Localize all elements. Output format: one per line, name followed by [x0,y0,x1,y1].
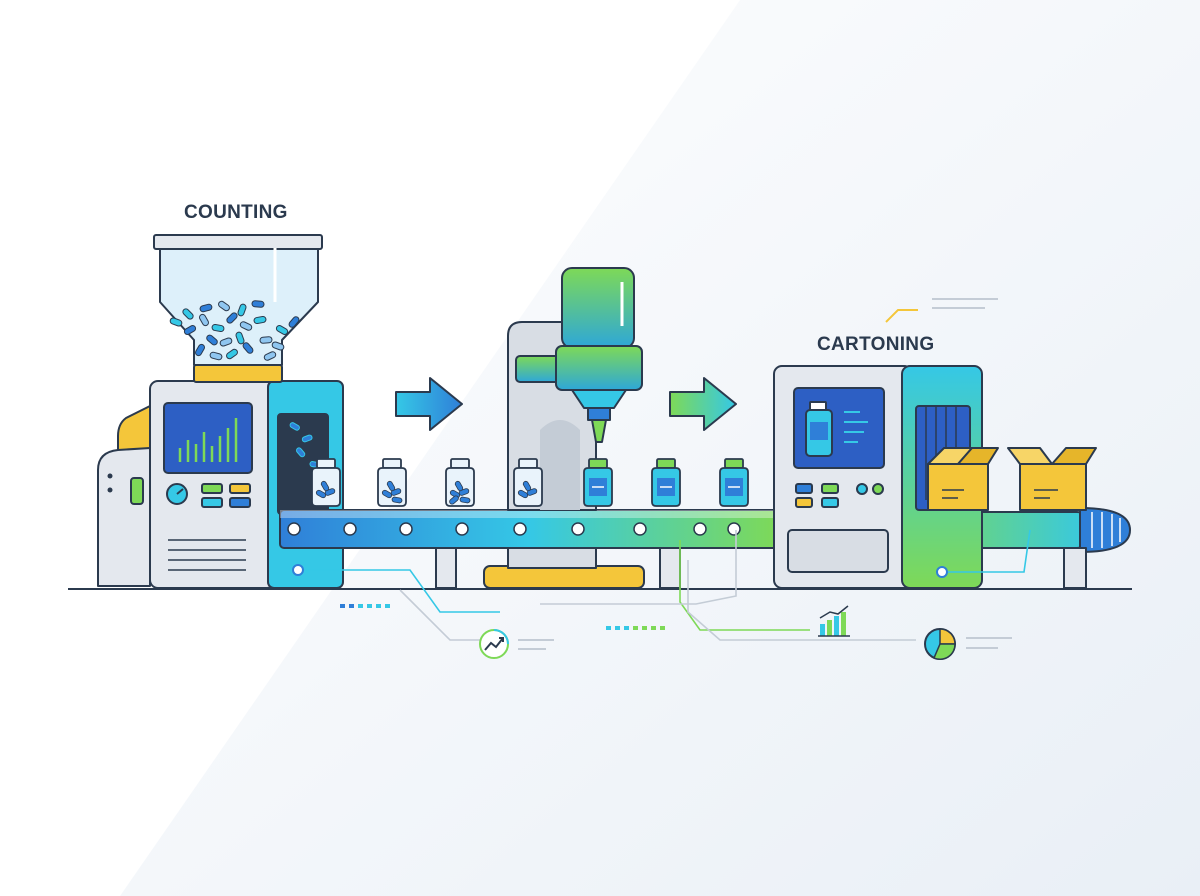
pill-icon [239,321,253,331]
belt-roller [513,522,527,536]
control-button [201,483,223,494]
cartoning-label: CARTONING [817,334,935,355]
belt-roller [343,522,357,536]
pill-icon [263,351,277,361]
accent-lines [885,298,998,323]
pill-icon [251,300,265,308]
capping-base-column [507,547,597,569]
pill-icon [288,316,300,328]
vents [168,539,246,571]
background-diagonal [120,0,1200,896]
sensor-node [936,566,948,578]
falling-pills [289,422,321,468]
control-button [201,497,223,508]
pill-icon [226,348,238,360]
pill-icon [183,325,197,335]
pill-icon [271,341,285,351]
belt-roller [399,522,413,536]
bottle-icon [445,458,475,507]
conveyor-leg [659,547,681,589]
bar-chart-icon [818,605,850,637]
pill-icon [242,342,254,354]
control-button [229,483,251,494]
pill-icon [218,300,230,312]
pie-chart-icon [924,628,1012,660]
bottle-icon [377,458,407,507]
pill-icon [169,317,183,327]
screen-bars [178,418,238,462]
belt-roller [727,522,741,536]
carton-box-icon [927,447,999,511]
arrow-right-icon [669,377,737,431]
data-dots [340,604,390,608]
belt-roller [633,522,647,536]
bottle-icon [513,458,543,507]
bottle-icon [311,458,341,507]
belt-roller [287,522,301,536]
bottle-icon [651,458,681,507]
arrow-right-icon [395,377,463,431]
counting-label: COUNTING [184,202,288,223]
side-housing [97,447,151,587]
pill-icon [169,300,300,361]
pill-icon [211,323,225,333]
control-button [229,497,251,508]
indicator-light [130,477,144,505]
data-dots [606,626,665,630]
pill-icon [275,325,289,335]
pill-icon [259,336,273,344]
pill-icon [182,308,194,320]
belt-roller [571,522,585,536]
pill-icon [253,315,267,325]
pill-icon [199,313,209,327]
belt-roller [455,522,469,536]
sensor-node [292,564,304,576]
pill-icon [219,337,233,347]
data-lines [300,529,1031,641]
access-panel [787,529,889,573]
capping-arm [515,355,561,383]
conveyor-leg [435,547,457,589]
pill-icon [209,351,223,361]
bottle-icon [583,458,613,507]
hopper-collar [193,364,283,383]
bottles-row [311,458,749,507]
trend-up-icon [479,629,554,659]
pill-icon [199,303,213,313]
capping-chuck [571,389,627,409]
counting-screen [163,402,253,474]
belt-roller [693,522,707,536]
capping-base [483,565,645,589]
pill-icon [226,312,238,324]
carton-box-icon [1007,447,1097,511]
capping-machine-icon [483,267,645,589]
pill-icon [195,343,205,357]
conveyor-leg [1063,547,1087,589]
hopper-lid [153,234,323,250]
capping-motor [555,345,643,391]
pill-icon [206,334,218,346]
pill-icon [237,303,247,317]
bottle-icon [719,458,749,507]
pill-icon [235,331,245,345]
hopper-icon [159,247,319,366]
